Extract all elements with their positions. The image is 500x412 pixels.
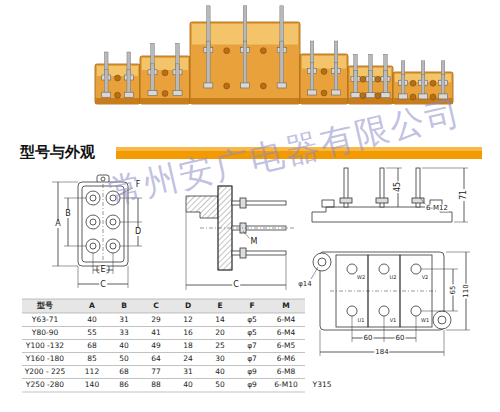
table-cell: 40 xyxy=(215,368,225,376)
section-heading: 型号与外观 xyxy=(20,145,95,160)
table-cell: Y80-90 xyxy=(32,329,58,337)
table-cell: 140 xyxy=(85,381,99,389)
table-cell: 41 xyxy=(151,329,161,337)
table-cell: Y160 -180 xyxy=(26,355,64,363)
dimension-label: 71 xyxy=(460,189,468,201)
table-cell: 24 xyxy=(183,355,193,363)
table-cell: 50 xyxy=(215,381,225,389)
table-cell: Y250 -280 xyxy=(26,381,64,389)
terminal-block xyxy=(348,54,393,104)
dimension-label: φ14 xyxy=(297,281,313,288)
table-grid xyxy=(22,299,305,392)
table-cell: 6-M4 xyxy=(277,316,296,324)
table-cell: 30 xyxy=(215,355,225,363)
dimension-label: E xyxy=(99,266,106,274)
table-header: M xyxy=(282,302,289,310)
terminal-label: V2 xyxy=(422,275,429,280)
side-view xyxy=(186,186,296,290)
dimension-label: 184 xyxy=(374,349,389,356)
table-cell: 64 xyxy=(151,355,161,363)
terminal-block xyxy=(190,6,300,104)
terminal-block xyxy=(300,41,348,104)
table-cell: 40 xyxy=(119,342,129,350)
table-cell: 6-M5 xyxy=(277,342,296,350)
dimension-label: M xyxy=(250,238,259,246)
table-cell: 68 xyxy=(87,342,97,350)
terminal-label: W1 xyxy=(421,318,429,323)
dimension-label: B xyxy=(64,210,72,218)
table-cell: Y315 xyxy=(313,381,332,389)
table-cell: 112 xyxy=(85,368,99,376)
table-cell: φ9 xyxy=(247,368,257,376)
table-cell: 40 xyxy=(87,316,97,324)
dimension-label: C xyxy=(99,281,107,289)
table-cell: 33 xyxy=(119,329,129,337)
table-cell: 6-M8 xyxy=(277,368,296,376)
table-cell: φ7 xyxy=(247,342,257,350)
table-cell: 20 xyxy=(215,329,225,337)
table-cell: 50 xyxy=(119,355,129,363)
table-cell: 25 xyxy=(215,342,225,350)
dimension-label: 65 xyxy=(450,285,457,296)
table-cell: φ5 xyxy=(247,329,257,337)
dimension-label: 110 xyxy=(463,283,470,298)
terminal-label: W2 xyxy=(357,275,365,280)
table-header: F xyxy=(249,302,254,310)
terminal-block xyxy=(95,52,140,104)
dimension-label: F xyxy=(135,181,142,189)
table-cell: 12 xyxy=(183,316,193,324)
table-header: E xyxy=(217,302,222,310)
table-cell: Y63-71 xyxy=(32,316,58,324)
table-cell: 49 xyxy=(151,342,161,350)
table-cell: 6-M10 xyxy=(274,381,298,389)
watermark: 常州安广电器有限公司 xyxy=(106,95,464,209)
table-cell: 31 xyxy=(183,368,193,376)
table-cell: φ9 xyxy=(247,381,257,389)
dimension-label: C xyxy=(232,281,240,289)
table-cell: 77 xyxy=(151,368,161,376)
table-cell: φ7 xyxy=(247,355,257,363)
dimension-label: 60 xyxy=(363,335,374,342)
elevation-view xyxy=(312,168,468,222)
table-cell: 55 xyxy=(87,329,97,337)
table-header: D xyxy=(185,302,191,310)
table-header: B xyxy=(121,302,127,310)
table-header: 型号 xyxy=(37,302,53,310)
table-cell: 86 xyxy=(119,381,129,389)
table-header: C xyxy=(153,302,159,310)
table-cell: Y100 -132 xyxy=(26,342,64,350)
terminal-label: U1 xyxy=(358,318,365,323)
table-cell: 40 xyxy=(183,381,193,389)
terminal-label: U2 xyxy=(390,275,397,280)
dimension-label: D xyxy=(134,228,142,236)
table-cell: 68 xyxy=(119,368,129,376)
table-cell: 88 xyxy=(151,381,161,389)
table-cell: 31 xyxy=(119,316,129,324)
terminal-label: V1 xyxy=(390,318,397,323)
dimension-label: 60 xyxy=(395,335,406,342)
dimension-label: 6-M12 xyxy=(425,205,449,212)
table-cell: 6-M6 xyxy=(277,355,296,363)
table-cell: 14 xyxy=(215,316,225,324)
table-cell: φ5 xyxy=(247,316,257,324)
table-cell: Y200 - 225 xyxy=(25,368,66,376)
dimension-label: A xyxy=(54,220,61,228)
table-cell: 18 xyxy=(183,342,193,350)
table-cell: 6-M4 xyxy=(277,329,296,337)
plan-view xyxy=(311,252,470,356)
table-cell: 16 xyxy=(183,329,193,337)
table-cell: 29 xyxy=(151,316,161,324)
table-cell: 85 xyxy=(87,355,97,363)
dimension-label: 45 xyxy=(394,181,402,193)
table-header: A xyxy=(89,302,95,310)
terminal-block xyxy=(140,43,190,104)
